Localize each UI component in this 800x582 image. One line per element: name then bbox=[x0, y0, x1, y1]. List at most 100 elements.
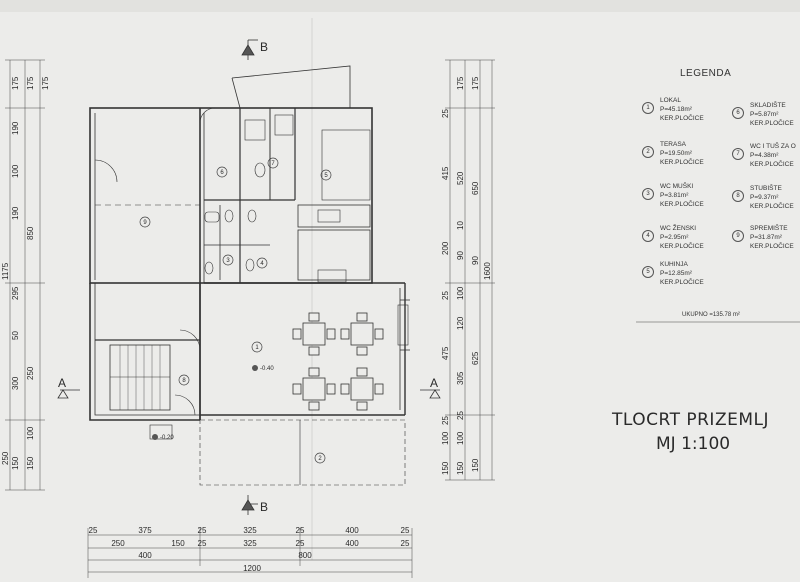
legend-room-finish: KER.PLOČICE bbox=[750, 161, 794, 168]
legend-room-finish: KER.PLOČICE bbox=[660, 243, 704, 250]
dim-label: 325 bbox=[243, 526, 257, 535]
dim-label: 175 bbox=[456, 76, 465, 90]
legend-number: 9 bbox=[732, 230, 744, 242]
legend-number: 5 bbox=[642, 266, 654, 278]
dim-label: 10 bbox=[456, 221, 465, 230]
room-label: 2 bbox=[318, 456, 322, 462]
legend-room-name: SKLADIŠTE bbox=[750, 102, 786, 109]
dim-label: 520 bbox=[456, 171, 465, 185]
dim-label: 400 bbox=[138, 551, 152, 560]
dim-label: 100 bbox=[11, 164, 20, 178]
legend-room-area: P=4.38m² bbox=[750, 152, 779, 159]
dim-total-left: 1175 bbox=[1, 262, 10, 280]
legend-room-area: P=31.87m² bbox=[750, 234, 782, 241]
legend-number: 6 bbox=[732, 107, 744, 119]
dim-label: 800 bbox=[298, 551, 312, 560]
dim-label: 90 bbox=[456, 251, 465, 260]
legend-room-name: WC ŽENSKI bbox=[660, 225, 697, 232]
bottom-dimension-text: 25 375 25 325 25 400 25 250 150 25 325 2… bbox=[89, 526, 410, 573]
dim-label: 25 bbox=[441, 416, 450, 425]
room-label: 5 bbox=[324, 173, 328, 179]
dim-label: 850 bbox=[26, 226, 35, 240]
dim-label: 25 bbox=[401, 526, 410, 535]
drawing-title: TLOCRT PRIZEMLJ bbox=[612, 410, 769, 430]
dim-label: 25 bbox=[198, 526, 207, 535]
legend-room-area: P=5.87m² bbox=[750, 111, 779, 118]
level-stair: -0.20 bbox=[160, 435, 174, 441]
legend-number: 1 bbox=[642, 102, 654, 114]
dim-total-bottom: 1200 bbox=[243, 564, 261, 573]
dim-label: 25 bbox=[401, 539, 410, 548]
dim-label: 200 bbox=[441, 241, 450, 255]
dim-label: 175 bbox=[41, 76, 50, 90]
legend-room-name: KUHINJA bbox=[660, 261, 688, 268]
legend-item: 5 KUHINJA P=12.85m² KER.PLOČICE bbox=[642, 260, 704, 287]
legend-item: 4 WC ŽENSKI P=2.95m² KER.PLOČICE bbox=[642, 224, 704, 251]
legend-room-area: P=19.50m² bbox=[660, 150, 692, 157]
room-label: 9 bbox=[143, 220, 147, 226]
dim-label: 305 bbox=[456, 371, 465, 385]
legend-total: UKUPNO =135.78 m² bbox=[682, 312, 740, 318]
section-b-top: B bbox=[260, 40, 268, 54]
dim-label: 375 bbox=[138, 526, 152, 535]
dim-label: 100 bbox=[26, 426, 35, 440]
bottom-dimension-lines bbox=[87, 528, 413, 578]
drawing-scale: MJ 1:100 bbox=[656, 434, 731, 454]
dim-label: 100 bbox=[441, 431, 450, 445]
dim-label: 150 bbox=[171, 539, 185, 548]
dim-label: 100 bbox=[456, 431, 465, 445]
dim-label: 415 bbox=[441, 166, 450, 180]
dim-label: 25 bbox=[89, 526, 98, 535]
section-marker-labels: B B A A bbox=[58, 40, 438, 514]
legend-room-name: WC MUŠKI bbox=[660, 183, 694, 190]
legend-item: 8 STUBIŠTE P=9.37m² KER.PLOČICE bbox=[732, 184, 794, 211]
right-dimension-text: 25 415 200 25 475 25 100 150 175 520 10 … bbox=[441, 76, 492, 475]
plan-walls bbox=[89, 65, 410, 486]
room-label: 4 bbox=[260, 261, 264, 267]
legend-item: 2 TERASA P=19.50m² KER.PLOČICE bbox=[642, 140, 704, 167]
legend-room-finish: KER.PLOČICE bbox=[660, 279, 704, 286]
room-label: 7 bbox=[271, 161, 275, 167]
section-b-bottom: B bbox=[260, 500, 268, 514]
legend-number: 3 bbox=[642, 188, 654, 200]
legend-room-name: STUBIŠTE bbox=[750, 185, 782, 192]
dim-label: 150 bbox=[471, 458, 480, 472]
room-label: 3 bbox=[226, 258, 230, 264]
dim-label: 300 bbox=[11, 376, 20, 390]
level-main: -0.40 bbox=[260, 366, 274, 372]
legend-room-area: P=3.81m² bbox=[660, 192, 689, 199]
legend-room-finish: KER.PLOČICE bbox=[660, 115, 704, 122]
dim-label: 475 bbox=[441, 346, 450, 360]
dim-label: 100 bbox=[456, 286, 465, 300]
room-label-text: 9 6 7 5 3 4 1 8 2 bbox=[143, 161, 328, 462]
legend-item: 9 SPREMIŠTE P=31.87m² KER.PLOČICE bbox=[732, 224, 794, 251]
dim-label: 25 bbox=[296, 526, 305, 535]
dim-label: 120 bbox=[456, 316, 465, 330]
legend-room-name: SPREMIŠTE bbox=[750, 225, 788, 232]
legend-item: 1 LOKAL P=45.18m² KER.PLOČICE bbox=[642, 96, 704, 123]
legend-item: 6 SKLADIŠTE P=5.87m² KER.PLOČICE bbox=[732, 101, 794, 128]
section-a-right: A bbox=[430, 376, 438, 390]
room-labels bbox=[139, 157, 332, 464]
dim-label: 25 bbox=[198, 539, 207, 548]
legend-number: 7 bbox=[732, 148, 744, 160]
legend-room-name: WC I TUŠ ZA O bbox=[750, 143, 796, 150]
dim-label: 250 bbox=[26, 366, 35, 380]
legend-heading: LEGENDA bbox=[680, 68, 732, 79]
dim-total-right: 1600 bbox=[483, 262, 492, 280]
dim-label: 175 bbox=[471, 76, 480, 90]
section-a-left: A bbox=[58, 376, 66, 390]
room-label: 6 bbox=[220, 170, 224, 176]
dim-label: 325 bbox=[243, 539, 257, 548]
dim-label: 150 bbox=[26, 456, 35, 470]
legend-room-name: LOKAL bbox=[660, 97, 681, 104]
dim-label: 190 bbox=[11, 121, 20, 135]
dim-label: 295 bbox=[11, 286, 20, 300]
tables-chairs bbox=[292, 312, 384, 411]
left-dimension-lines bbox=[5, 59, 45, 491]
legend-item: 7 WC I TUŠ ZA O P=4.38m² KER.PLOČICE bbox=[732, 142, 796, 169]
legend-room-finish: KER.PLOČICE bbox=[660, 159, 704, 166]
dim-label: 25 bbox=[296, 539, 305, 548]
dim-label: 175 bbox=[11, 76, 20, 90]
